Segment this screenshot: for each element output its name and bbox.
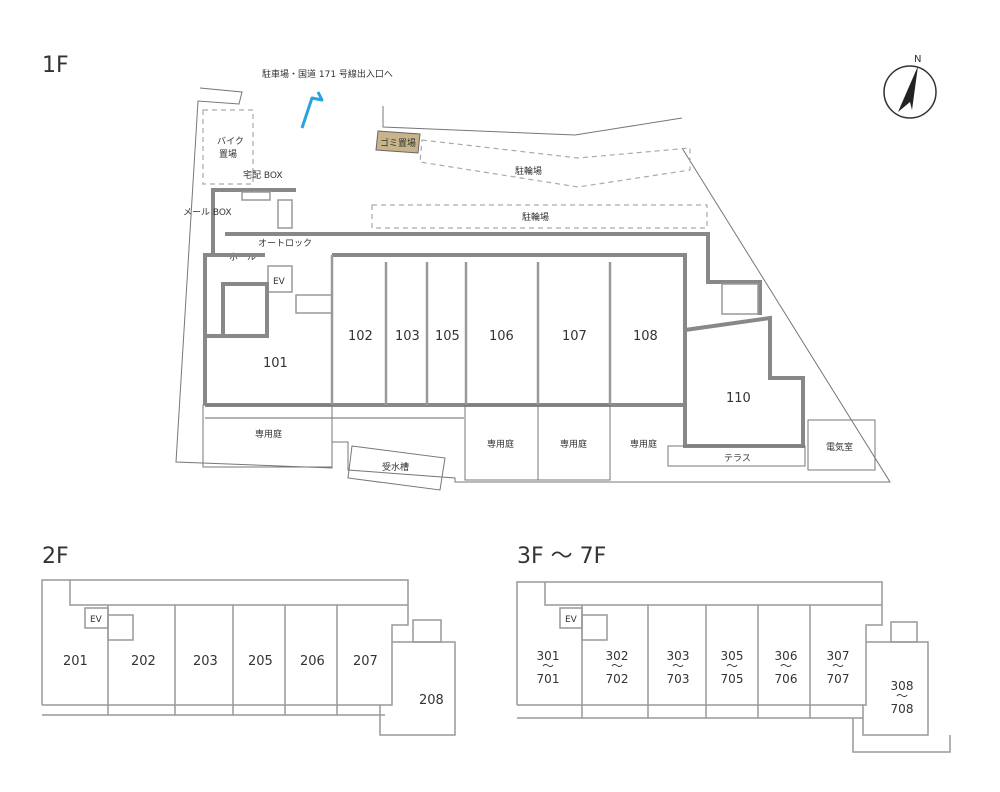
unit-203: 203 [193, 654, 218, 669]
garden-label-2: 専用庭 [487, 438, 514, 450]
floor-title-3f-7f: 3F 〜 7F [517, 544, 606, 569]
unit-range-mark: 〜 [672, 659, 684, 673]
unit-range-mark: 〜 [832, 659, 844, 673]
unit-number-top: 301 [537, 649, 560, 663]
unit-106: 106 [489, 329, 514, 344]
water-tank [347, 445, 446, 491]
unit-208: 208 [419, 693, 444, 708]
unit-206: 206 [300, 654, 325, 669]
unit-range-mark: 〜 [726, 659, 738, 673]
bicycle-parking-2-label: 駐輪場 [522, 211, 549, 223]
unit-207: 207 [353, 654, 378, 669]
garbage-area [375, 130, 421, 154]
bicycle-parking-1-label: 駐輪場 [515, 165, 542, 177]
unit-number-bottom: 701 [537, 672, 560, 686]
terrace-label: テラス [724, 453, 751, 464]
delivery-box-label: 宅配 BOX [243, 169, 283, 181]
private-garden-101 [202, 404, 333, 468]
unit-305-705: 305 〜 705 [721, 649, 744, 686]
unit-101: 101 [263, 356, 288, 371]
unit-107: 107 [562, 329, 587, 344]
bike-area-label-2: 置場 [219, 148, 237, 160]
unit-number-top: 303 [667, 649, 690, 663]
access-label: 駐車場・国道 171 号線出入口へ [262, 68, 393, 80]
floor-title-1f: 1F [42, 53, 69, 78]
unit-range-mark: 〜 [542, 659, 554, 673]
unit-103: 103 [395, 329, 420, 344]
unit-number-top: 305 [721, 649, 744, 663]
building-2f-walls [41, 579, 456, 736]
compass-icon: N [883, 54, 937, 119]
mail-box-label: メール BOX [183, 208, 232, 218]
building-1f-walls [203, 253, 805, 448]
unit-number-top: 307 [827, 649, 850, 663]
unit-306-706: 306 〜 706 [775, 649, 798, 686]
unit-number-bottom: 702 [606, 672, 629, 686]
unit-307-707: 307 〜 707 [827, 649, 850, 686]
unit-303-703: 303 〜 703 [667, 649, 690, 686]
entrance-walls [211, 188, 762, 315]
terrace [667, 445, 806, 467]
unit-range-mark: 〜 [611, 659, 623, 673]
unit-308-708: 308 〜 708 [891, 679, 914, 716]
garden-label-1: 専用庭 [255, 428, 282, 440]
floor-title-2f: 2F [42, 544, 69, 569]
unit-110: 110 [726, 391, 751, 406]
unit-201: 201 [63, 654, 88, 669]
unit-number-top: 302 [606, 649, 629, 663]
compass-label: N [914, 54, 921, 65]
unit-105: 105 [435, 329, 460, 344]
unit-102: 102 [348, 329, 373, 344]
unit-108: 108 [633, 329, 658, 344]
unit-number-bottom: 706 [775, 672, 798, 686]
building-3f-walls [516, 581, 951, 753]
ev-label-1f: EV [273, 277, 286, 287]
water-tank-label: 受水槽 [382, 461, 409, 473]
unit-number-bottom: 708 [891, 702, 914, 716]
hall-label: ホール [229, 252, 256, 263]
garden-label-3: 専用庭 [560, 438, 587, 450]
ev-label-2f: EV [90, 615, 103, 625]
bicycle-parking-1 [419, 139, 691, 188]
unit-205: 205 [248, 654, 273, 669]
access-arrow-icon [300, 91, 324, 129]
unit-301-701: 301 〜 701 [537, 649, 560, 686]
elevator-1f [267, 265, 293, 293]
unit-202: 202 [131, 654, 156, 669]
ev-label-3f: EV [565, 615, 578, 625]
elevator-2f [84, 607, 109, 629]
unit-number-top: 306 [775, 649, 798, 663]
garbage-label: ゴミ置場 [380, 137, 416, 149]
unit-range-mark: 〜 [780, 659, 792, 673]
unit-range-mark: 〜 [896, 689, 908, 703]
electric-room [807, 419, 876, 471]
unit-number-top: 308 [891, 679, 914, 693]
bike-area [202, 109, 254, 185]
elevator-3f [559, 607, 583, 629]
unit-number-bottom: 703 [667, 672, 690, 686]
garden-label-4: 専用庭 [630, 438, 657, 450]
bicycle-parking-2 [371, 204, 708, 229]
bike-area-label-1: バイク [217, 136, 244, 147]
unit-number-bottom: 705 [721, 672, 744, 686]
unit-number-bottom: 707 [827, 672, 850, 686]
electric-room-label: 電気室 [826, 441, 853, 453]
autolock-label: オートロック [258, 238, 312, 249]
unit-302-702: 302 〜 702 [606, 649, 629, 686]
